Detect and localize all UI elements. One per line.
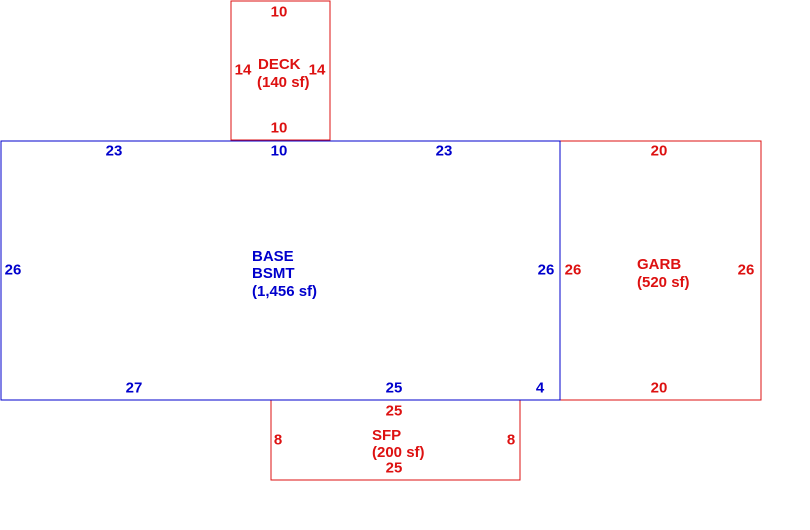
base-dim-bottom-left: 27 (126, 380, 143, 397)
base-dim-bottom-mid: 25 (386, 380, 403, 397)
sfp-dim-top: 25 (386, 403, 403, 420)
sfp-dim-left: 8 (274, 432, 282, 449)
base-dim-bottom-right: 4 (536, 380, 545, 397)
deck-dim-left: 14 (235, 62, 252, 79)
base-dim-top-mid: 10 (271, 143, 288, 160)
deck-area-value: (140 sf) (257, 74, 310, 91)
base-dim-left: 26 (5, 262, 22, 279)
deck-dim-bottom: 10 (271, 120, 288, 137)
base-outline (0, 140, 561, 401)
base-dim-top-right: 23 (436, 143, 453, 160)
garb-dim-left: 26 (565, 262, 582, 279)
base-area-value: (1,456 sf) (252, 283, 317, 300)
deck-outline (230, 0, 331, 141)
sfp-dim-bottom: 25 (386, 460, 403, 477)
garb-dim-top: 20 (651, 143, 668, 160)
garb-name: GARB (637, 256, 681, 273)
garb-area: 20 26 26 GARB (520 sf) 20 (559, 140, 762, 401)
deck-dim-right: 14 (309, 62, 326, 79)
sfp-area-value: (200 sf) (372, 444, 425, 461)
deck-name: DECK (258, 56, 301, 73)
garb-dim-right: 26 (738, 262, 755, 279)
base-name-line1: BASE (252, 248, 294, 265)
deck-area: 10 14 14 DECK (140 sf) 10 (230, 0, 331, 141)
sfp-area: 25 8 8 SFP (200 sf) 25 (270, 399, 521, 481)
deck-dim-top: 10 (271, 4, 288, 21)
garb-area-value: (520 sf) (637, 274, 690, 291)
base-dim-right: 26 (538, 262, 555, 279)
base-name-line2: BSMT (252, 265, 295, 282)
base-area: 23 10 23 26 26 BASE BSMT (1,456 sf) 27 2… (0, 140, 561, 401)
garb-dim-bottom: 20 (651, 380, 668, 397)
sfp-name: SFP (372, 427, 401, 444)
base-dim-top-left: 23 (106, 143, 123, 160)
sfp-dim-right: 8 (507, 432, 515, 449)
